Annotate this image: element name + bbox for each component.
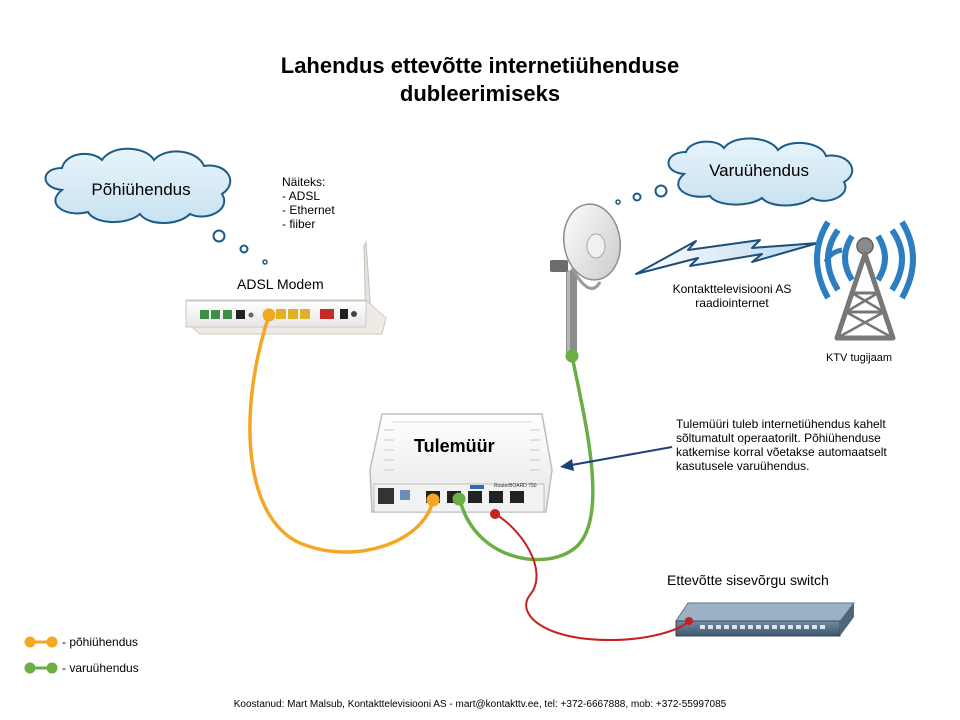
legend-primary-swatch <box>24 636 58 648</box>
note-line: katkemise korral võetakse automaatselt <box>676 445 887 459</box>
note-arrow <box>560 446 673 471</box>
router-icon <box>369 413 553 513</box>
radio-tower-icon <box>814 220 916 341</box>
primary-cloud-label: Põhiühendus <box>91 180 191 199</box>
legend-primary-text: - põhiühendus <box>62 635 139 649</box>
switch-icon <box>675 602 856 637</box>
wifi-dish-icon <box>550 203 621 356</box>
modem-label: ADSL Modem <box>237 276 324 292</box>
backup-cable <box>452 349 595 562</box>
examples-heading: Näiteks: <box>282 175 326 189</box>
note-line: kasutusele varuühendus. <box>676 459 810 473</box>
primary-cable <box>248 308 440 554</box>
firewall-brand: RouterBOARD 750 <box>494 483 537 489</box>
modem-icon <box>185 240 387 335</box>
radio-link-label: Kontakttelevisiooni AS raadiointernet <box>662 282 802 310</box>
diagram-title: Lahendus ettevõtte internetiühenduse dub… <box>180 52 780 108</box>
lightning-icon <box>635 239 819 275</box>
radio-label-line-1: Kontakttelevisiooni AS <box>672 282 792 296</box>
examples-item: - Ethernet <box>282 203 335 217</box>
legend-backup-text: - varuühendus <box>62 661 139 675</box>
legend-backup-swatch <box>24 662 58 674</box>
note-line: sõltumatult operaatorilt. Põhiühenduse <box>676 431 881 445</box>
backup-cloud-icon <box>615 137 854 207</box>
failover-note: Tulemüüri tuleb internetiühendus kahelt … <box>676 417 887 473</box>
examples-list: Näiteks: - ADSL - Ethernet - fiiber <box>282 175 335 231</box>
backup-cloud-label: Varuühendus <box>709 161 809 180</box>
firewall-label: Tulemüür <box>414 436 495 456</box>
primary-cloud-icon <box>44 147 268 265</box>
examples-item: - ADSL <box>282 189 321 203</box>
radio-label-line-2: raadiointernet <box>695 296 769 310</box>
switch-label: Ettevõtte sisevõrgu switch <box>667 572 829 588</box>
title-line-2: dubleerimiseks <box>399 81 561 106</box>
footer-credit: Koostanud: Mart Malsub, Kontakttelevisio… <box>233 699 727 710</box>
tower-label: KTV tugijaam <box>826 352 893 364</box>
lan-cable <box>490 509 693 642</box>
note-line: Tulemüüri tuleb internetiühendus kahelt <box>676 417 886 431</box>
title-line-1: Lahendus ettevõtte internetiühenduse <box>280 53 680 78</box>
examples-item: - fiiber <box>282 217 316 231</box>
